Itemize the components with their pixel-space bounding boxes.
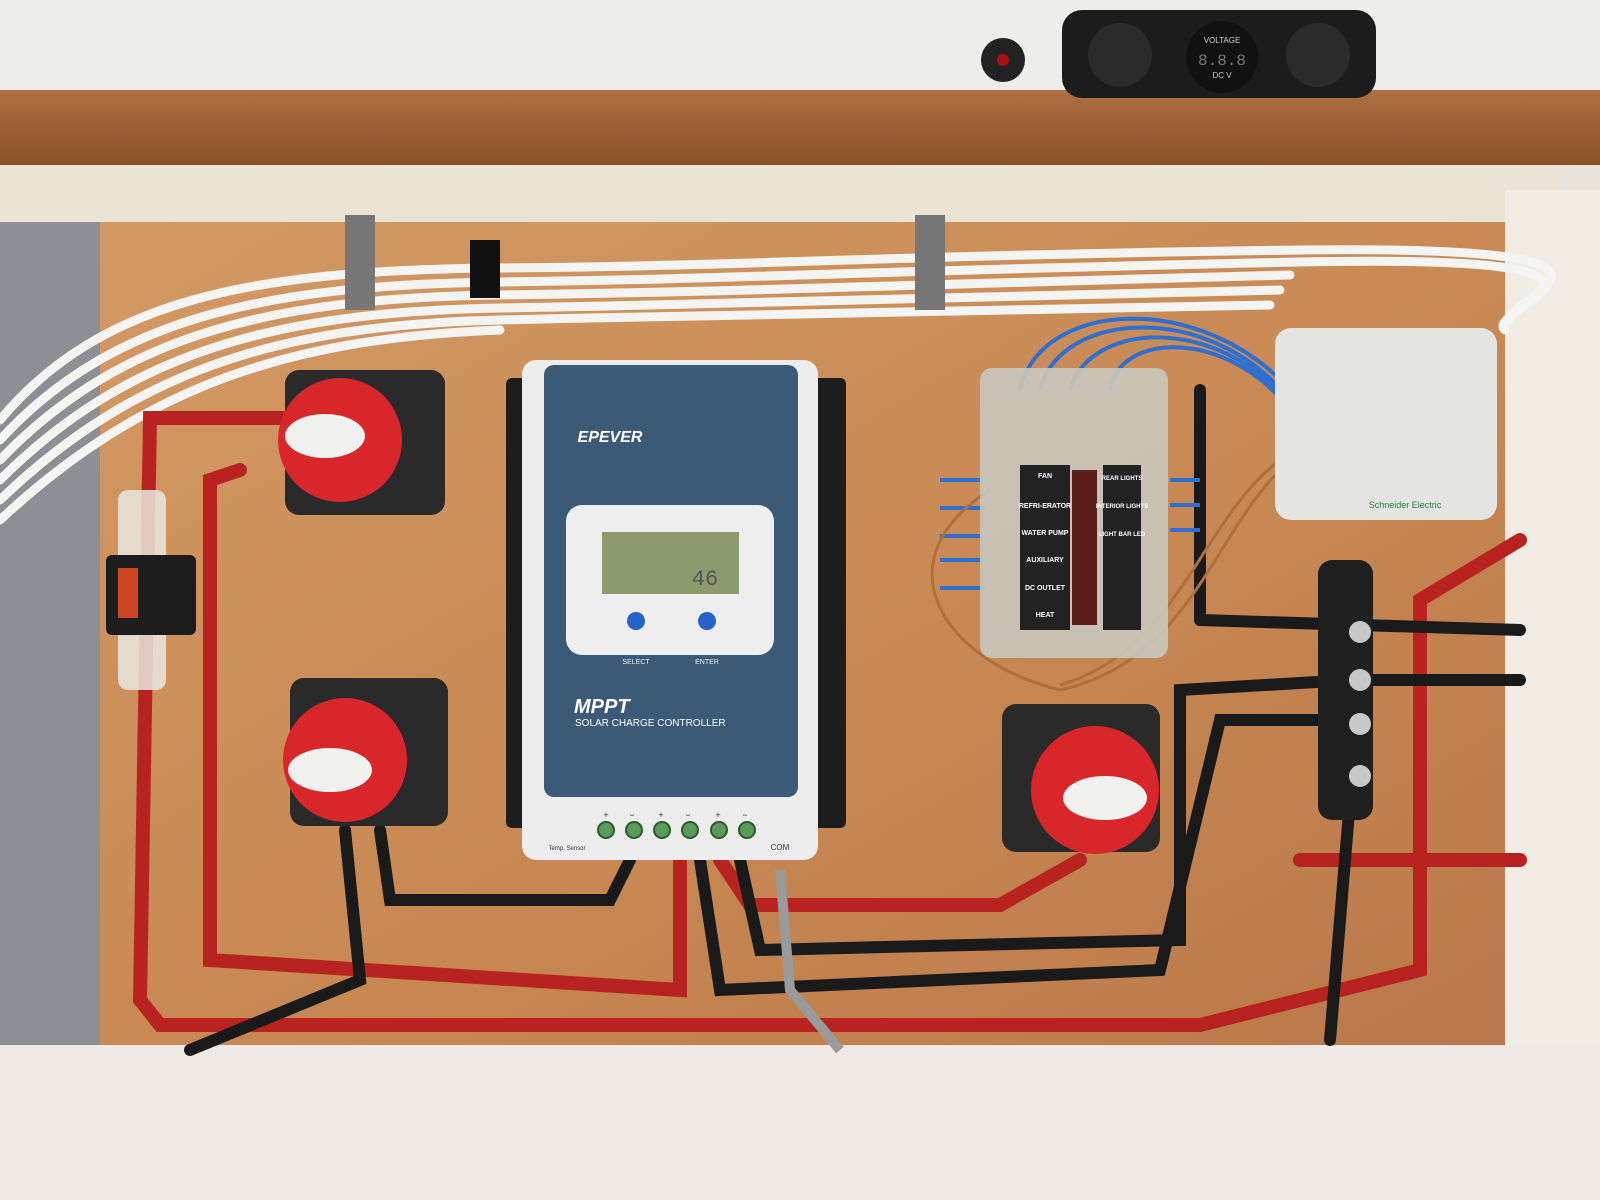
temp-sensor-label: Temp. Sensor [548, 846, 585, 852]
junction-box-brand: Schneider Electric [1369, 500, 1442, 510]
svg-text:−: − [685, 810, 690, 820]
svg-text:REAR LIGHTS: REAR LIGHTS [1102, 476, 1143, 482]
terminal-symbols: + − + − + − [603, 810, 747, 820]
voltmeter-title: VOLTAGE [1204, 36, 1241, 45]
svg-text:+: + [658, 810, 663, 820]
svg-text:AUXILIARY: AUXILIARY [1026, 557, 1064, 564]
breaker-reset-button[interactable] [118, 568, 138, 618]
usb-socket[interactable] [1088, 23, 1152, 87]
select-button[interactable] [627, 612, 645, 630]
lcd-display [602, 532, 739, 594]
brown-ground-wires [930, 458, 1282, 692]
enter-label: ENTER [695, 659, 719, 666]
com-label: COM [771, 843, 790, 852]
junction-box [1275, 328, 1497, 520]
bus-bar-studs [1349, 621, 1371, 787]
voltmeter-units: DC V [1212, 71, 1232, 80]
fuse-label-column [1020, 465, 1070, 630]
subtitle-label: SOLAR CHARGE CONTROLLER [575, 718, 726, 729]
svg-text:FAN: FAN [1038, 473, 1052, 480]
svg-text:+: + [715, 810, 720, 820]
voltmeter [1186, 21, 1258, 93]
battery-switch-bottom-left[interactable] [283, 678, 448, 826]
grey-insulation [0, 222, 100, 1062]
svg-text:+: + [603, 810, 608, 820]
terminal-screws [597, 821, 756, 839]
svg-text:DC OUTLET: DC OUTLET [1025, 585, 1066, 592]
com-grey-cable [775, 869, 844, 1054]
voltmeter-reading: 8.8.8 [1198, 52, 1246, 70]
svg-text:−: − [742, 810, 747, 820]
svg-text:WATER PUMP: WATER PUMP [1022, 530, 1069, 537]
fuse-labels-left: FAN REFRI-ERATOR WATER PUMP AUXILIARY DC… [1019, 473, 1071, 619]
top-frame [0, 165, 1560, 225]
switch-led-icon [997, 54, 1009, 66]
svg-text:−: − [629, 810, 634, 820]
enter-button[interactable] [698, 612, 716, 630]
wood-trim [0, 90, 1600, 165]
brand-logo: EPEVER [578, 429, 643, 446]
battery-icon [288, 748, 372, 792]
fuse-label-column [1103, 465, 1141, 630]
svg-text:INTERIOR LIGHTS: INTERIOR LIGHTS [1096, 504, 1148, 510]
12v-socket[interactable] [1286, 23, 1350, 87]
battery-switch-bottom-right[interactable] [1002, 704, 1160, 854]
cable-tie [470, 240, 500, 298]
battery-icon [285, 414, 365, 458]
model-label: MPPT [574, 696, 631, 718]
select-label: SELECT [622, 659, 650, 666]
cable-clamp [915, 215, 945, 310]
svg-text:REFRI-ERATOR: REFRI-ERATOR [1019, 503, 1071, 510]
svg-text:LIGHT BAR LED: LIGHT BAR LED [1099, 532, 1146, 538]
fuse-led-strip [1072, 470, 1097, 625]
white-cable-bundle [0, 245, 1556, 525]
bottom-frame [0, 1045, 1600, 1200]
fuse-labels-right: REAR LIGHTS INTERIOR LIGHTS LIGHT BAR LE… [1096, 476, 1148, 538]
cable-clamp [345, 215, 375, 310]
battery-icon [1063, 776, 1147, 820]
lcd-reading: 46 [692, 567, 718, 592]
svg-text:HEAT: HEAT [1036, 612, 1055, 619]
battery-switch-top[interactable] [278, 370, 445, 515]
